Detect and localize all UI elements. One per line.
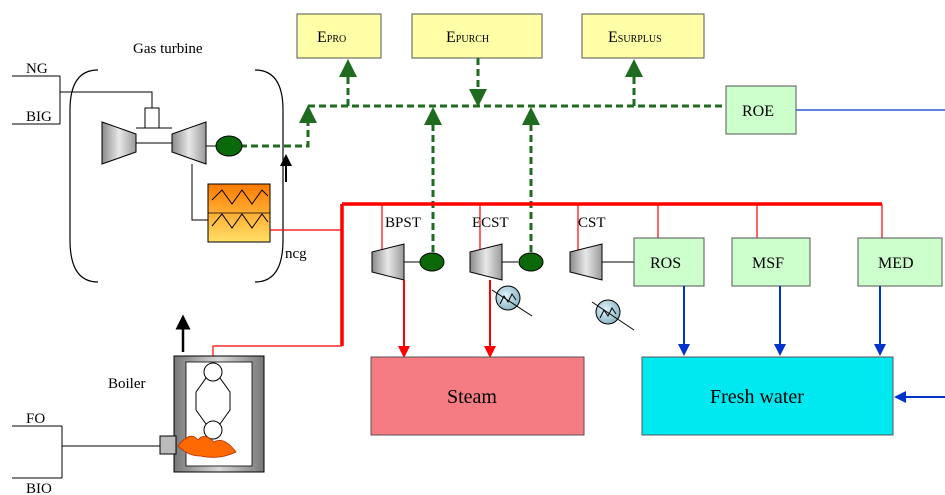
svg-text:EPRO: EPRO [317,29,346,46]
gt-right-bracket [254,69,284,283]
ncg-label: ncg [285,246,307,262]
gas-turbine-label: Gas turbine [133,41,203,57]
fo-label: FO [26,411,45,427]
svg-text:EPURCH: EPURCH [446,29,489,46]
e-purch-box: EPURCH [411,13,543,59]
water-arrows [678,286,945,403]
svg-text:MSF: MSF [752,255,784,272]
electric-network [240,58,726,252]
boiler-label: Boiler [108,376,146,392]
gt-exhaust-line [191,164,208,221]
bpst-generator-icon [419,252,445,272]
svg-text:MED: MED [878,255,914,272]
med-box: MED [857,237,943,287]
cst-label: CST [578,215,606,231]
svg-text:ESURPLUS: ESURPLUS [608,29,662,46]
gt-fuel-lines [12,75,153,125]
bio-label: BIO [26,481,52,495]
svg-text:ROE: ROE [742,103,774,120]
steam-box: Steam [370,356,585,436]
svg-text:ROS: ROS [650,255,681,272]
steam-header [212,202,883,360]
ecst-label: ECST [472,215,509,231]
big-label: BIG [26,109,52,125]
hrsg-icon [207,183,271,243]
gt-left-bracket [69,69,99,283]
bpst-label: BPST [385,215,421,231]
gt-generator-icon [215,135,243,157]
gas-turbine-unit [101,107,216,165]
ros-box: ROS [633,237,705,287]
cst-turbine-icon [569,243,634,281]
svg-text:Steam: Steam [447,386,497,408]
ecst-generator-icon [518,252,544,272]
ecst-turbine-icon [469,243,518,281]
boiler-icon [159,355,265,473]
bpst-turbine-icon [371,243,420,281]
svg-text:Fresh water: Fresh water [710,386,804,408]
fresh-water-box: Fresh water [641,356,894,436]
e-surplus-box: ESURPLUS [581,13,705,59]
msf-box: MSF [731,237,811,287]
ng-label: NG [26,61,48,77]
e-pro-box: EPRO [296,13,382,59]
roe-box: ROE [725,85,797,135]
boiler-fuel-lines [12,425,160,479]
ecst-condenser-icon [491,285,533,317]
cst-condenser-icon [591,299,635,331]
